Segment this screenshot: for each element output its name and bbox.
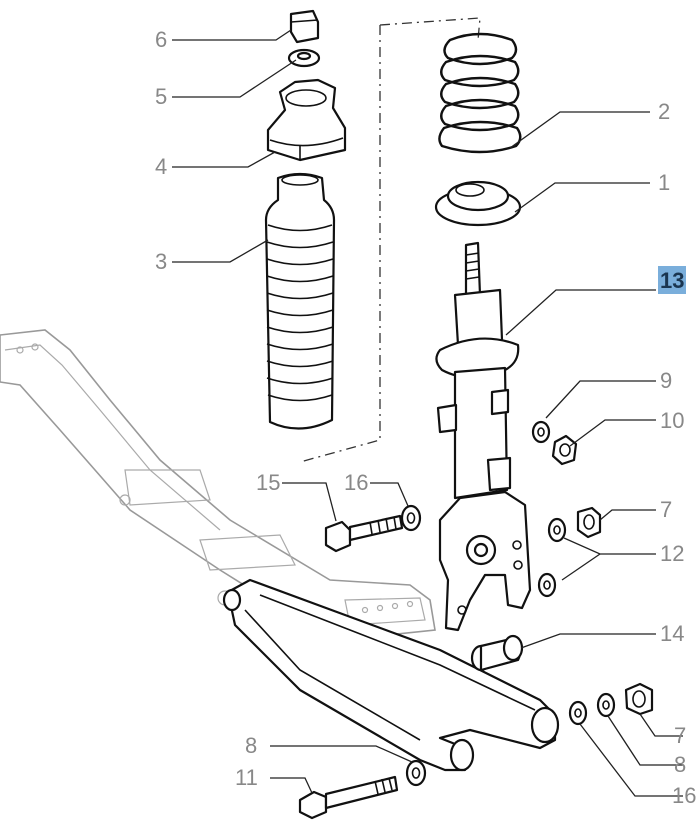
callout-10: 10 [660,408,684,433]
lower-control-arm [222,578,560,772]
callout-15: 15 [256,470,280,495]
leader-lines [172,29,683,797]
callout-13: 13 [660,268,684,293]
callout-1: 1 [658,170,670,195]
highlight-box-13 [658,266,686,294]
part-3-dust-boot [264,172,336,430]
callout-14: 14 [660,621,684,646]
callout-16-upper: 16 [344,470,368,495]
callout-8-lower: 8 [674,752,686,777]
part-8-washer-bolt [405,759,427,787]
part-6-top-nut [289,9,320,44]
subframe [0,329,436,641]
reference-dashed-line [299,17,481,463]
part-7-nut-upper [576,506,602,539]
callout-5: 5 [155,84,167,109]
callout-3: 3 [155,249,167,274]
part-12-washer-top [547,517,567,543]
callout-16-lower: 16 [672,783,696,808]
callout-7-lower: 7 [674,723,686,748]
callout-11: 11 [235,765,258,790]
part-2-coil-spring [438,32,522,154]
part-12-washer-bottom [537,572,557,598]
part-7-nut-lower [624,682,654,716]
part-16-washer-upper [400,504,422,532]
callout-7-upper: 7 [660,497,672,522]
callouts: 6 5 4 3 2 1 13 9 10 15 16 7 12 14 8 11 7… [155,27,696,808]
part-8-washer-lower [596,692,616,718]
part-10-nut [551,434,578,466]
part-16-washer-lower [568,700,588,726]
part-5-washer [287,48,321,68]
callout-12: 12 [660,541,684,566]
callout-9: 9 [660,368,672,393]
callout-2: 2 [658,99,670,124]
part-15-bolt [324,514,404,553]
part-4-upper-mount [266,78,347,162]
part-9-washer [531,420,551,444]
callout-8-upper: 8 [245,733,257,758]
part-14-bushing [470,634,524,672]
part-1-spring-seat [434,180,522,227]
callout-6: 6 [155,27,167,52]
part-13-strut [435,241,532,632]
part-11-bolt [298,775,399,820]
callout-4: 4 [155,154,167,179]
